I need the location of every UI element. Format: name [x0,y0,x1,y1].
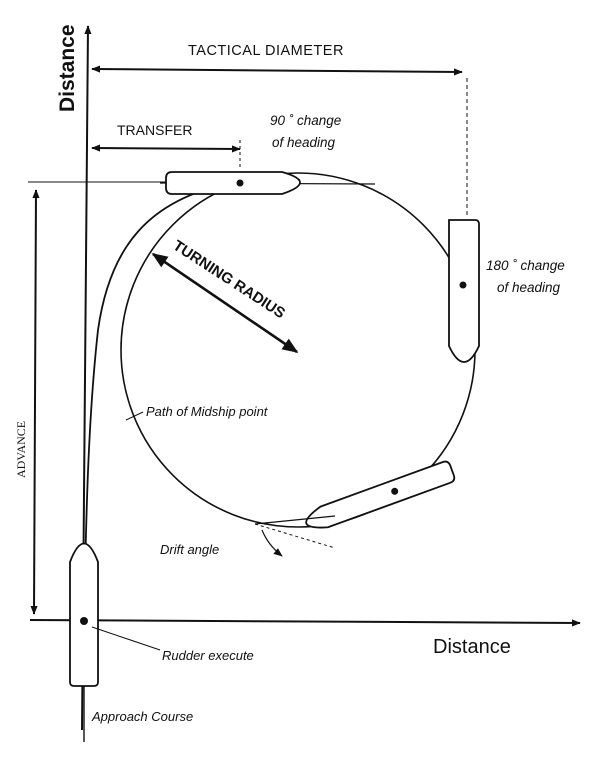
ship-180-degree [448,219,480,363]
x-axis-label: Distance [433,636,511,658]
rudder-execute-label: Rudder execute [162,648,254,663]
path-midship-label: Path of Midship point [146,404,269,419]
heading-180-line2: of heading [497,280,561,295]
heading-180-line1: 180 ˚ change [486,258,565,273]
approach-course-label: Approach Course [91,709,193,724]
advance-label: ADVANCE [14,421,28,478]
turning-path [83,172,476,742]
tactical-diameter-label: TACTICAL DIAMETER [188,43,344,59]
ship-90-degree [165,171,301,195]
leader-lines [91,411,161,651]
drift-angle-label: Drift angle [160,542,219,557]
drift-angle-marker [254,515,336,557]
tactical-diameter-dimension [91,65,468,215]
heading-90-line2: of heading [272,135,336,150]
turning-radius-label: TURNING RADIUS [170,237,288,322]
advance-dimension [28,181,180,615]
transfer-label: TRANSFER [117,122,192,138]
heading-90-line1: 90 ˚ change [270,113,341,128]
ship-drifting [305,460,456,529]
turning-radius-arrow [151,252,299,354]
ship-approach [69,542,99,687]
y-axis-label: Distance [56,24,79,112]
transfer-dimension [91,140,241,168]
x-axis [29,619,581,627]
